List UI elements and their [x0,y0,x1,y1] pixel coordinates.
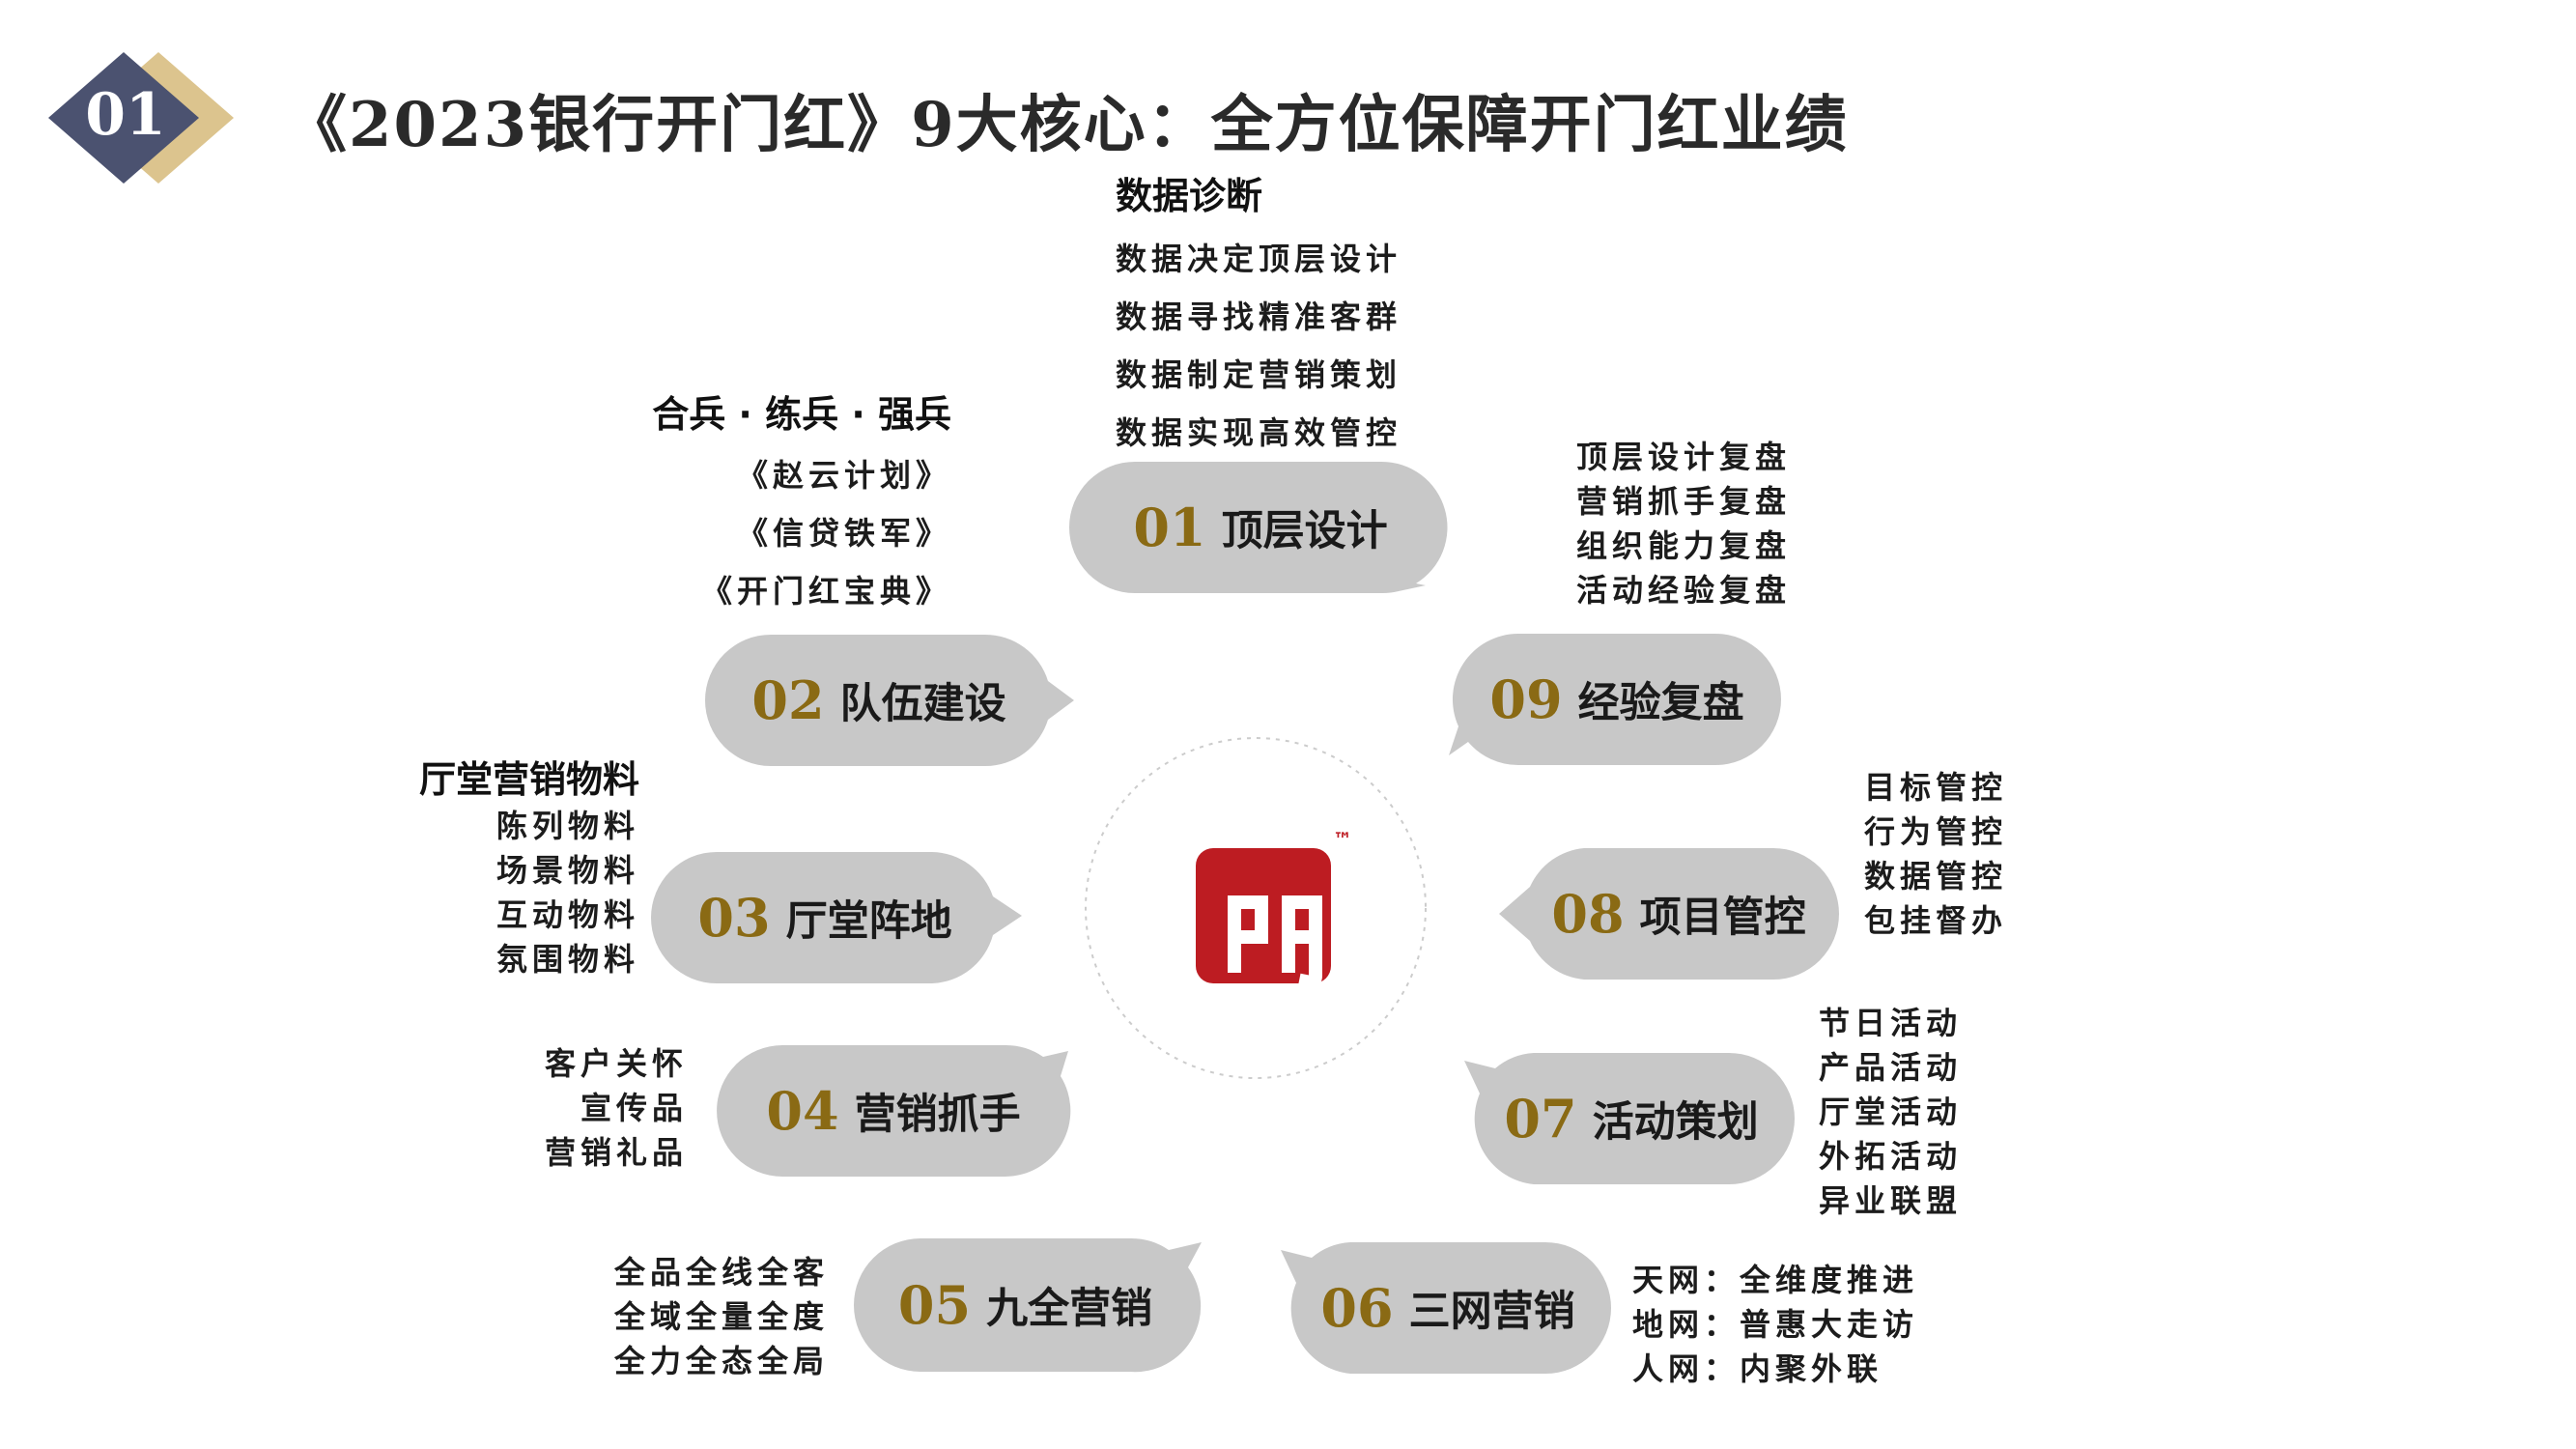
bubble-05[interactable]: 05 九全营销 [855,1238,1196,1372]
bubble-label: 活动策划 [1592,1098,1759,1147]
badge-navy-diamond [48,52,199,184]
details-02: 合兵 · 练兵 · 强兵 《赵云计划》 《信贷铁军》 《开门红宝典》 [580,386,951,620]
bubble-label: 经验复盘 [1577,679,1744,727]
details-item: 数据寻找精准客群 [1116,298,1402,335]
dotted-ring [1085,737,1427,1079]
details-item: 全力全态全局 [613,1343,829,1379]
bubble-02[interactable]: 02 队伍建设 [705,635,1053,766]
bubble-09[interactable]: 09 经验复盘 [1453,634,1781,765]
details-item: 天网：全维度推进 [1632,1262,1919,1298]
details-item: 数据制定营销策划 [1116,356,1402,393]
details-item: 营销抓手复盘 [1576,483,1792,520]
bubble-03[interactable]: 03 厅堂阵地 [651,852,999,983]
badge-number: 01 [85,81,166,149]
bubble-07[interactable]: 07 活动策划 [1468,1053,1795,1184]
details-item: 《开门红宝典》 [700,573,951,610]
details-item: 外拓活动 [1819,1138,1963,1175]
bubble-number: 03 [697,887,771,949]
bubble-label: 九全营销 [986,1285,1153,1333]
details-06: 天网：全维度推进 地网：普惠大走访 人网：内聚外联 [1632,1258,1918,1391]
details-item: 互动物料 [495,896,639,933]
bubble-shape-02 [705,635,1074,766]
bubble-shape-08 [1499,848,1839,980]
details-item: 全域全量全度 [613,1298,829,1335]
details-item: 客户关怀 [544,1045,688,1082]
details-item: 行为管控 [1864,813,2008,850]
bubble-shape-03 [651,852,1022,983]
title-badge [48,52,234,184]
details-05: 全品全线全客 全域全量全度 全力全态全局 [541,1250,829,1383]
bubble-number: 07 [1504,1088,1577,1150]
bubble-shape-04 [717,1044,1071,1178]
bubble-number: 06 [1320,1277,1394,1339]
details-01: 数据诊断 数据决定顶层设计 数据寻找精准客群 数据制定营销策划 数据实现高效管控 [1116,168,1401,462]
details-03: 厅堂营销物料 陈列物料 场景物料 互动物料 氛围物料 [367,755,639,981]
details-item: 《信贷铁军》 [736,515,951,552]
bubble-number: 04 [766,1080,839,1142]
details-07: 节日活动 产品活动 厅堂活动 外拓活动 异业联盟 [1819,1001,1962,1223]
details-item: 地网：普惠大走访 [1632,1306,1919,1343]
bubble-number: 02 [751,669,825,731]
details-item: 目标管控 [1864,769,2008,806]
details-item: 数据决定顶层设计 [1116,241,1402,277]
page-title: 《2023银行开门红》9大核心：全方位保障开门红业绩 [285,89,1849,161]
details-item: 顶层设计复盘 [1576,439,1792,475]
details-item: 陈列物料 [495,808,639,844]
bubble-shape-06 [1281,1242,1611,1374]
details-item: 活动经验复盘 [1576,572,1792,609]
bubble-shape-05 [854,1237,1202,1373]
details-item: 全品全线全客 [613,1254,829,1291]
bubble-number: 08 [1551,883,1625,945]
bubble-04[interactable]: 04 营销抓手 [717,1045,1070,1177]
details-item: 节日活动 [1819,1005,1963,1041]
details-item: 宣传品 [580,1090,688,1126]
details-item: 厅堂活动 [1819,1094,1963,1130]
details-item: 营销礼品 [544,1134,688,1171]
details-item: 《赵云计划》 [736,457,951,494]
bubble-label: 三网营销 [1408,1288,1575,1336]
men-logo-icon [1196,848,1331,989]
bubble-06[interactable]: 06 三网营销 [1285,1242,1611,1374]
details-item: 氛围物料 [495,941,639,978]
center-emblem: ™ [1085,737,1427,1079]
details-item: 数据管控 [1864,858,2008,895]
details-item: 场景物料 [495,852,639,889]
bubble-08[interactable]: 08 项目管控 [1518,848,1839,980]
bubble-number: 01 [1133,497,1206,558]
details-item: 包挂督办 [1864,902,2008,939]
bubble-label: 项目管控 [1639,894,1806,942]
bubble-01[interactable]: 01 顶层设计 [1072,462,1449,593]
bubble-number: 05 [897,1274,972,1336]
details-item: 人网：内聚外联 [1632,1350,1883,1387]
details-heading: 合兵 · 练兵 · 强兵 [652,393,951,436]
details-08: 目标管控 行为管控 数据管控 包挂督办 [1864,765,2007,943]
details-item: 异业联盟 [1819,1182,1963,1219]
bubble-number: 09 [1489,668,1563,730]
bubble-shape-09 [1449,634,1781,766]
details-item: 组织能力复盘 [1576,527,1792,564]
bubble-label: 队伍建设 [839,680,1006,728]
details-09: 顶层设计复盘 营销抓手复盘 组织能力复盘 活动经验复盘 [1576,435,1791,612]
details-item: 产品活动 [1819,1049,1963,1086]
bubble-label: 营销抓手 [854,1091,1021,1139]
bubble-label: 厅堂阵地 [785,897,952,946]
details-heading: 厅堂营销物料 [418,758,639,801]
details-item: 数据实现高效管控 [1116,414,1402,451]
bubble-shape-01 [1069,461,1448,594]
bubble-label: 顶层设计 [1221,507,1388,555]
details-04: 客户关怀 宣传品 营销礼品 [483,1041,688,1175]
details-heading: 数据诊断 [1116,175,1263,217]
bubble-shape-07 [1464,1053,1795,1184]
trademark-mark: ™ [1333,828,1352,851]
